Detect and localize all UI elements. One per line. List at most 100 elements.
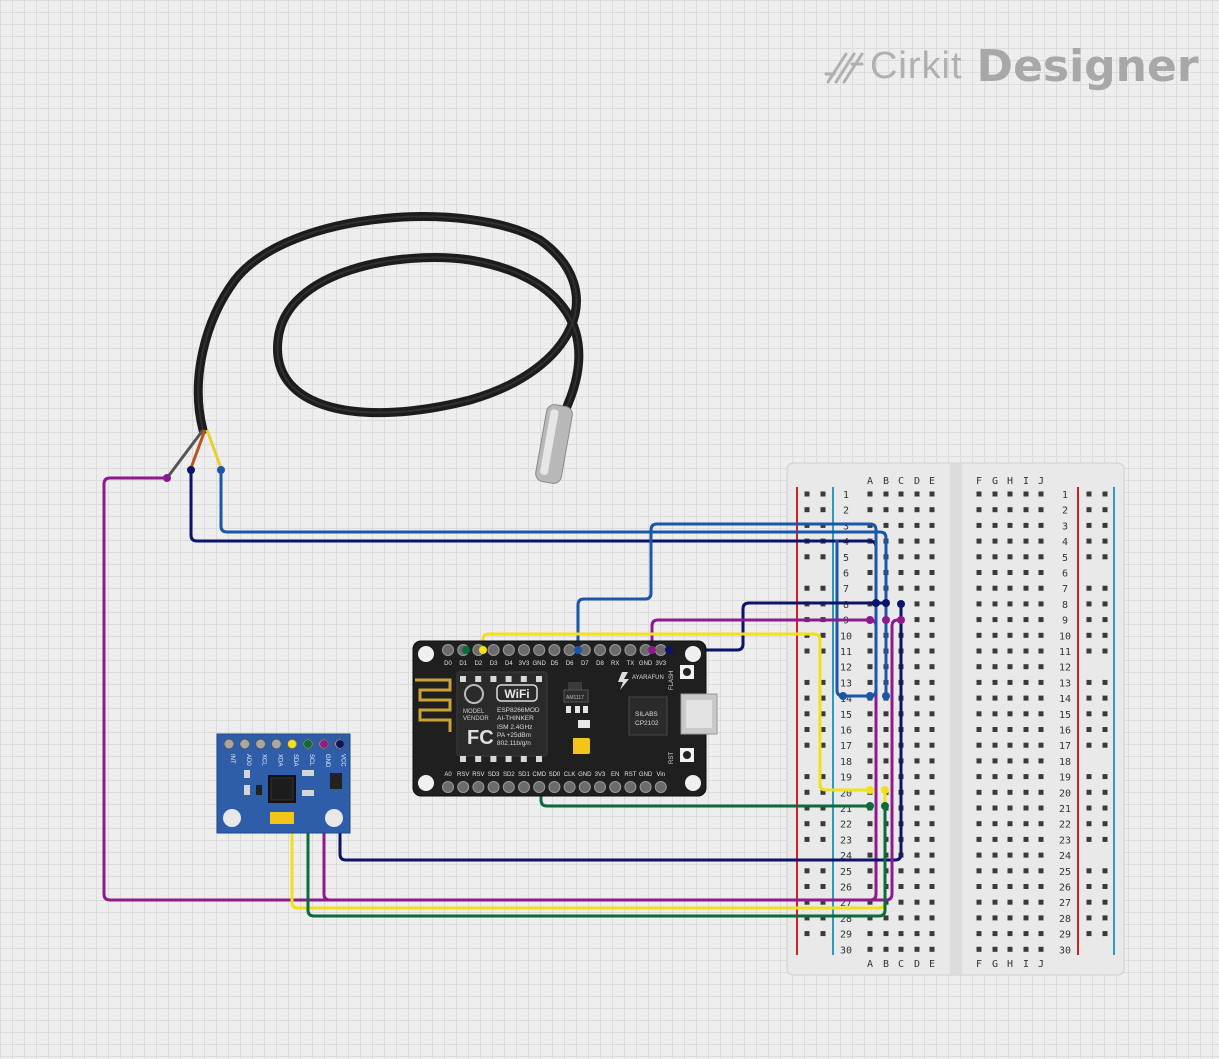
esp-pin-rst[interactable] bbox=[624, 781, 637, 793]
rail-hole[interactable] bbox=[1086, 601, 1092, 607]
rail-hole[interactable] bbox=[1086, 774, 1092, 780]
wire-d6-to-probe-data[interactable] bbox=[576, 522, 878, 698]
rail-hole[interactable] bbox=[820, 821, 826, 827]
rail-hole[interactable] bbox=[1086, 868, 1092, 874]
breadboard-hole[interactable] bbox=[883, 491, 889, 497]
breadboard-hole[interactable] bbox=[992, 727, 998, 732]
breadboard-hole[interactable] bbox=[929, 915, 935, 921]
esp-pin-rx[interactable] bbox=[609, 644, 622, 656]
breadboard-hole[interactable] bbox=[1038, 491, 1044, 497]
breadboard-hole[interactable] bbox=[867, 507, 873, 513]
esp-pin-tx[interactable] bbox=[624, 644, 637, 656]
rail-hole[interactable] bbox=[1102, 601, 1108, 607]
breadboard-hole[interactable] bbox=[992, 491, 998, 497]
rail-hole[interactable] bbox=[1102, 836, 1108, 842]
breadboard-hole[interactable] bbox=[1038, 758, 1044, 764]
rail-hole[interactable] bbox=[804, 789, 810, 795]
breadboard-hole[interactable] bbox=[914, 742, 920, 748]
rail-hole[interactable] bbox=[820, 632, 826, 638]
breadboard-hole[interactable] bbox=[1023, 522, 1029, 528]
rail-hole[interactable] bbox=[1102, 774, 1108, 780]
breadboard-hole[interactable] bbox=[1038, 507, 1044, 513]
esp-pin-3v3[interactable] bbox=[518, 644, 530, 656]
breadboard-hole[interactable] bbox=[883, 758, 889, 764]
rail-hole[interactable] bbox=[820, 648, 826, 654]
rail-hole[interactable] bbox=[1086, 821, 1092, 827]
breadboard-hole[interactable] bbox=[1007, 554, 1013, 560]
breadboard-hole[interactable] bbox=[976, 554, 982, 560]
breadboard-hole[interactable] bbox=[976, 884, 982, 889]
rail-hole[interactable] bbox=[1102, 554, 1108, 560]
breadboard-hole[interactable] bbox=[976, 695, 982, 701]
rail-hole[interactable] bbox=[1086, 538, 1092, 544]
breadboard-hole[interactable] bbox=[976, 585, 982, 591]
breadboard-hole[interactable] bbox=[1007, 491, 1013, 497]
rail-hole[interactable] bbox=[804, 915, 810, 921]
esp-pin-sd2[interactable] bbox=[502, 781, 515, 793]
breadboard-hole[interactable] bbox=[898, 931, 904, 937]
breadboard-hole[interactable] bbox=[1023, 884, 1029, 889]
breadboard-hole[interactable] bbox=[1007, 648, 1013, 654]
breadboard-hole[interactable] bbox=[1023, 601, 1029, 607]
breadboard-hole[interactable] bbox=[1038, 742, 1044, 748]
breadboard-hole[interactable] bbox=[929, 648, 935, 654]
breadboard-hole[interactable] bbox=[1038, 946, 1044, 952]
breadboard-hole[interactable] bbox=[976, 601, 982, 607]
breadboard-hole[interactable] bbox=[914, 884, 920, 889]
breadboard-hole[interactable] bbox=[914, 789, 920, 795]
esp-pin-gnd[interactable] bbox=[578, 781, 591, 793]
breadboard-hole[interactable] bbox=[1038, 570, 1044, 575]
rail-hole[interactable] bbox=[1102, 821, 1108, 827]
breadboard-hole[interactable] bbox=[1007, 711, 1013, 717]
breadboard-hole[interactable] bbox=[867, 491, 873, 497]
breadboard-hole[interactable] bbox=[914, 679, 920, 685]
breadboard-hole[interactable] bbox=[1023, 805, 1029, 811]
rail-hole[interactable] bbox=[820, 679, 826, 685]
esp-pin-d3[interactable] bbox=[487, 644, 500, 656]
breadboard-hole[interactable] bbox=[992, 711, 998, 717]
breadboard-hole[interactable] bbox=[992, 836, 998, 842]
breadboard-hole[interactable] bbox=[1007, 632, 1013, 638]
esp-pin-3v3[interactable] bbox=[594, 781, 606, 793]
rail-hole[interactable] bbox=[820, 789, 826, 795]
breadboard-hole[interactable] bbox=[929, 491, 935, 497]
breadboard-hole[interactable] bbox=[1038, 601, 1044, 607]
breadboard-hole[interactable] bbox=[898, 491, 904, 497]
breadboard-hole[interactable] bbox=[976, 664, 982, 670]
rail-hole[interactable] bbox=[820, 868, 826, 874]
breadboard-hole[interactable] bbox=[1038, 774, 1044, 780]
breadboard-hole[interactable] bbox=[929, 632, 935, 638]
rail-hole[interactable] bbox=[1086, 836, 1092, 842]
breadboard-hole[interactable] bbox=[898, 868, 904, 874]
breadboard-hole[interactable] bbox=[883, 915, 889, 921]
breadboard-hole[interactable] bbox=[929, 570, 935, 575]
breadboard-hole[interactable] bbox=[992, 884, 998, 889]
breadboard-hole[interactable] bbox=[867, 946, 873, 952]
rail-hole[interactable] bbox=[1086, 585, 1092, 591]
mpu-pin-xcl[interactable] bbox=[255, 738, 267, 750]
breadboard-hole[interactable] bbox=[867, 711, 873, 717]
wire-endpoint[interactable] bbox=[866, 802, 874, 810]
breadboard-hole[interactable] bbox=[898, 570, 904, 575]
breadboard-hole[interactable] bbox=[1038, 664, 1044, 670]
wire-mpu-vcc[interactable] bbox=[338, 604, 903, 862]
esp-pin-rsv[interactable] bbox=[472, 781, 485, 793]
wire-endpoint[interactable] bbox=[462, 646, 470, 654]
breadboard-hole[interactable] bbox=[976, 915, 982, 921]
esp-pin-gnd[interactable] bbox=[639, 781, 652, 793]
rail-hole[interactable] bbox=[1086, 617, 1092, 623]
wire-endpoint[interactable] bbox=[882, 616, 890, 624]
wire-endpoint[interactable] bbox=[881, 786, 889, 794]
rail-hole[interactable] bbox=[1102, 522, 1108, 528]
esp-pin-3v3[interactable] bbox=[654, 644, 667, 656]
breadboard-hole[interactable] bbox=[1007, 821, 1013, 827]
breadboard-hole[interactable] bbox=[914, 931, 920, 937]
breadboard-hole[interactable] bbox=[1007, 836, 1013, 842]
rail-hole[interactable] bbox=[804, 805, 810, 811]
breadboard-hole[interactable] bbox=[914, 821, 920, 827]
rail-hole[interactable] bbox=[804, 742, 810, 748]
breadboard-hole[interactable] bbox=[929, 758, 935, 764]
breadboard-hole[interactable] bbox=[914, 522, 920, 528]
breadboard-hole[interactable] bbox=[867, 742, 873, 748]
